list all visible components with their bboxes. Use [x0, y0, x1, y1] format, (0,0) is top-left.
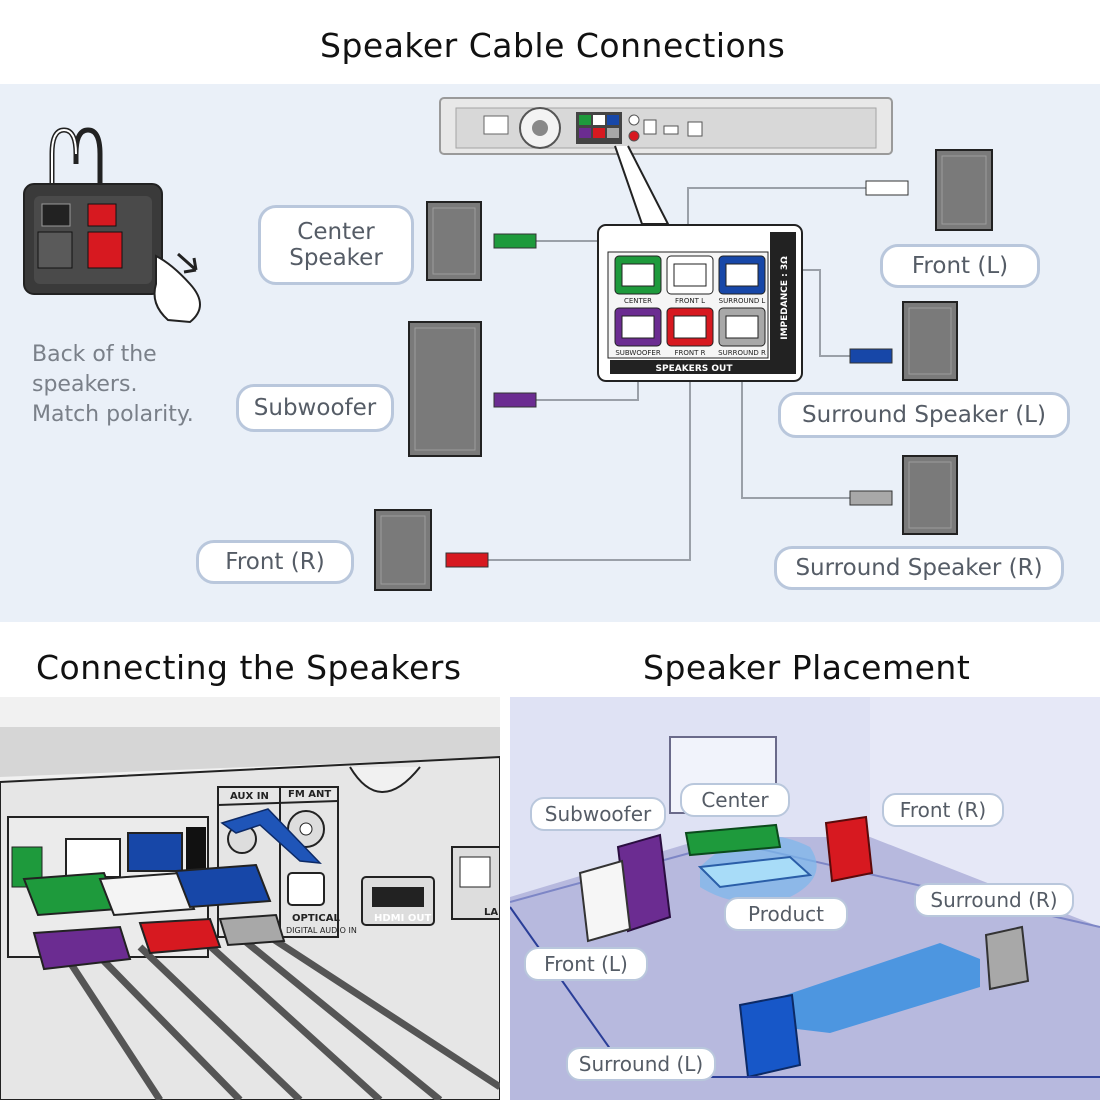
placement-label-front-l: Front (L) — [524, 947, 648, 981]
speaker-subwoofer — [408, 321, 482, 457]
plug-subwoofer — [32, 925, 132, 971]
placement-front-l — [578, 859, 632, 943]
polarity-note: Back of the speakers. Match polarity. — [32, 340, 194, 430]
digital-audio-in-label: DIGITAL AUDIO IN — [286, 926, 357, 935]
placement-label-surround-r: Surround (R) — [914, 883, 1074, 917]
cable-connections-panel: SPEAKERS OUT IMPEDANCE : 3Ω CENTER FRONT… — [0, 84, 1100, 622]
connector-surround-r — [849, 490, 893, 506]
placement-label-product: Product — [724, 897, 848, 931]
speaker-surround-r — [902, 455, 958, 535]
aux-in-label: AUX IN — [230, 791, 269, 802]
placement-label-subwoofer: Subwoofer — [530, 797, 666, 831]
speaker-front-r — [374, 509, 432, 591]
hdmi-out-label: HDMI OUT — [374, 913, 431, 924]
speaker-front-l — [935, 149, 993, 231]
placement-front-r — [824, 815, 874, 883]
title-speaker-placement: Speaker Placement — [643, 648, 971, 687]
connecting-speakers-panel: AUX IN FM ANT OPTICAL DIGITAL AUDIO IN H… — [0, 697, 500, 1100]
label-center-line2: Speaker — [289, 245, 383, 271]
speakers-out-label: SPEAKERS OUT — [656, 364, 734, 374]
label-center-line1: Center — [297, 218, 375, 245]
fm-ant-label: FM ANT — [288, 789, 331, 800]
speaker-terminal-illustration — [23, 127, 201, 324]
callout-pointer — [614, 145, 670, 225]
speaker-center — [426, 201, 482, 281]
jack-label-surround-r: SURROUND R — [718, 349, 766, 357]
jack-label-subwoofer: SUBWOOFER — [615, 349, 661, 357]
plug-surround-l — [174, 863, 272, 909]
plug-front-l — [98, 871, 196, 917]
connector-front-r — [445, 552, 489, 568]
placement-label-center: Center — [680, 783, 790, 817]
placement-surround-r — [984, 925, 1030, 991]
connector-front-l — [865, 180, 909, 196]
note-line-1: Back of the — [32, 342, 157, 367]
note-line-3: Match polarity. — [32, 402, 194, 427]
label-front-r: Front (R) — [196, 540, 354, 584]
cable-diagram: SPEAKERS OUT IMPEDANCE : 3Ω CENTER FRONT… — [23, 97, 993, 591]
plug-front-r — [138, 917, 222, 955]
plug-surround-r — [218, 913, 286, 947]
label-front-l: Front (L) — [880, 244, 1040, 288]
placement-center — [684, 823, 782, 857]
placement-label-surround-l: Surround (L) — [566, 1047, 716, 1081]
label-center-speaker: Center Speaker — [258, 205, 414, 285]
speaker-surround-l — [902, 301, 958, 381]
title-connecting-the-speakers: Connecting the Speakers — [36, 648, 462, 687]
label-surround-speaker-r: Surround Speaker (R) — [774, 546, 1064, 590]
jack-label-surround-l: SURROUND L — [719, 297, 766, 305]
optical-label: OPTICAL — [292, 913, 340, 924]
jack-label-front-r: FRONT R — [674, 349, 705, 357]
placement-label-front-r: Front (R) — [882, 793, 1004, 827]
connecting-illustration: AUX IN FM ANT OPTICAL DIGITAL AUDIO IN H… — [0, 697, 500, 1100]
receiver-unit — [439, 97, 893, 155]
connector-center — [493, 233, 537, 249]
title-speaker-cable-connections: Speaker Cable Connections — [320, 26, 786, 65]
placement-product — [697, 855, 813, 889]
speaker-jack-panel: SPEAKERS OUT IMPEDANCE : 3Ω CENTER FRONT… — [597, 224, 803, 382]
label-surround-speaker-l: Surround Speaker (L) — [778, 392, 1070, 438]
impedance-label: IMPEDANCE : 3Ω — [780, 256, 790, 340]
jack-label-front-l: FRONT L — [675, 297, 705, 305]
label-subwoofer: Subwoofer — [236, 384, 394, 432]
speaker-placement-panel: Subwoofer Center Front (R) Surround (R) … — [510, 697, 1100, 1100]
note-line-2: speakers. — [32, 372, 138, 397]
connector-subwoofer — [493, 392, 537, 408]
lan-label: LA — [484, 907, 498, 918]
jack-label-center: CENTER — [624, 297, 652, 305]
placement-surround-l — [738, 993, 802, 1079]
connector-surround-l — [849, 348, 893, 364]
